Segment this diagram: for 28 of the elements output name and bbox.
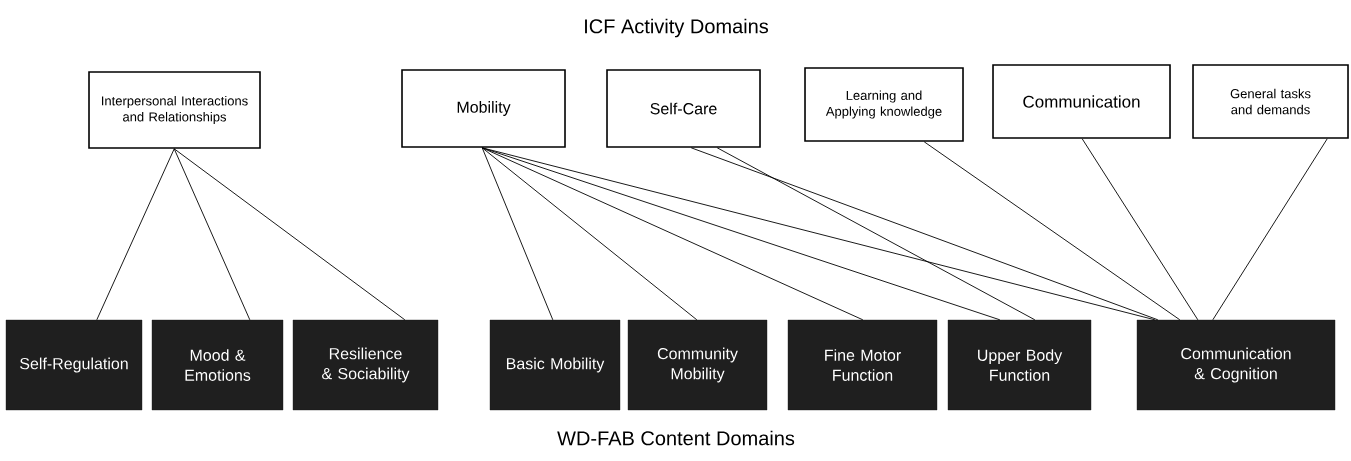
- content-domain-box: Fine Motor Function: [787, 319, 938, 411]
- content-domain-box: Mood & Emotions: [151, 319, 284, 411]
- connector-line: [481, 147, 864, 321]
- connector-line: [1081, 138, 1199, 321]
- connector-line: [481, 147, 1156, 321]
- caption: WD-FAB Content Domains: [557, 430, 795, 446]
- activity-domain-box: Learning and Applying knowledge: [804, 67, 964, 142]
- content-domain-box: Self-Regulation: [5, 319, 143, 411]
- heading: ICF Activity Domains: [585, 18, 769, 38]
- activity-domain-box: Self-Care: [606, 69, 761, 148]
- connector-line: [716, 147, 1036, 321]
- activity-domain-box: Interpersonal Interactions and Relationships: [88, 71, 261, 149]
- content-domain-box: Upper Body Function: [947, 319, 1092, 411]
- content-domain-box: Basic Mobility: [489, 319, 621, 411]
- content-domain-box: Communication & Cognition: [1136, 319, 1336, 411]
- connector-line: [173, 148, 251, 321]
- content-domain-box: Community Mobility: [627, 319, 768, 411]
- activity-domain-box: Communication: [992, 64, 1171, 139]
- connector-line: [481, 147, 698, 321]
- connector-line: [690, 147, 1159, 321]
- connector-line: [923, 141, 1181, 321]
- activity-domain-box: Mobility: [401, 69, 566, 148]
- activity-domain-box: General tasks and demands: [1192, 64, 1349, 139]
- connector-line: [1212, 138, 1328, 321]
- connector-line: [96, 148, 175, 321]
- connector-line: [173, 148, 406, 321]
- content-domain-box: Resilience & Sociability: [292, 319, 439, 411]
- connector-line: [481, 147, 554, 321]
